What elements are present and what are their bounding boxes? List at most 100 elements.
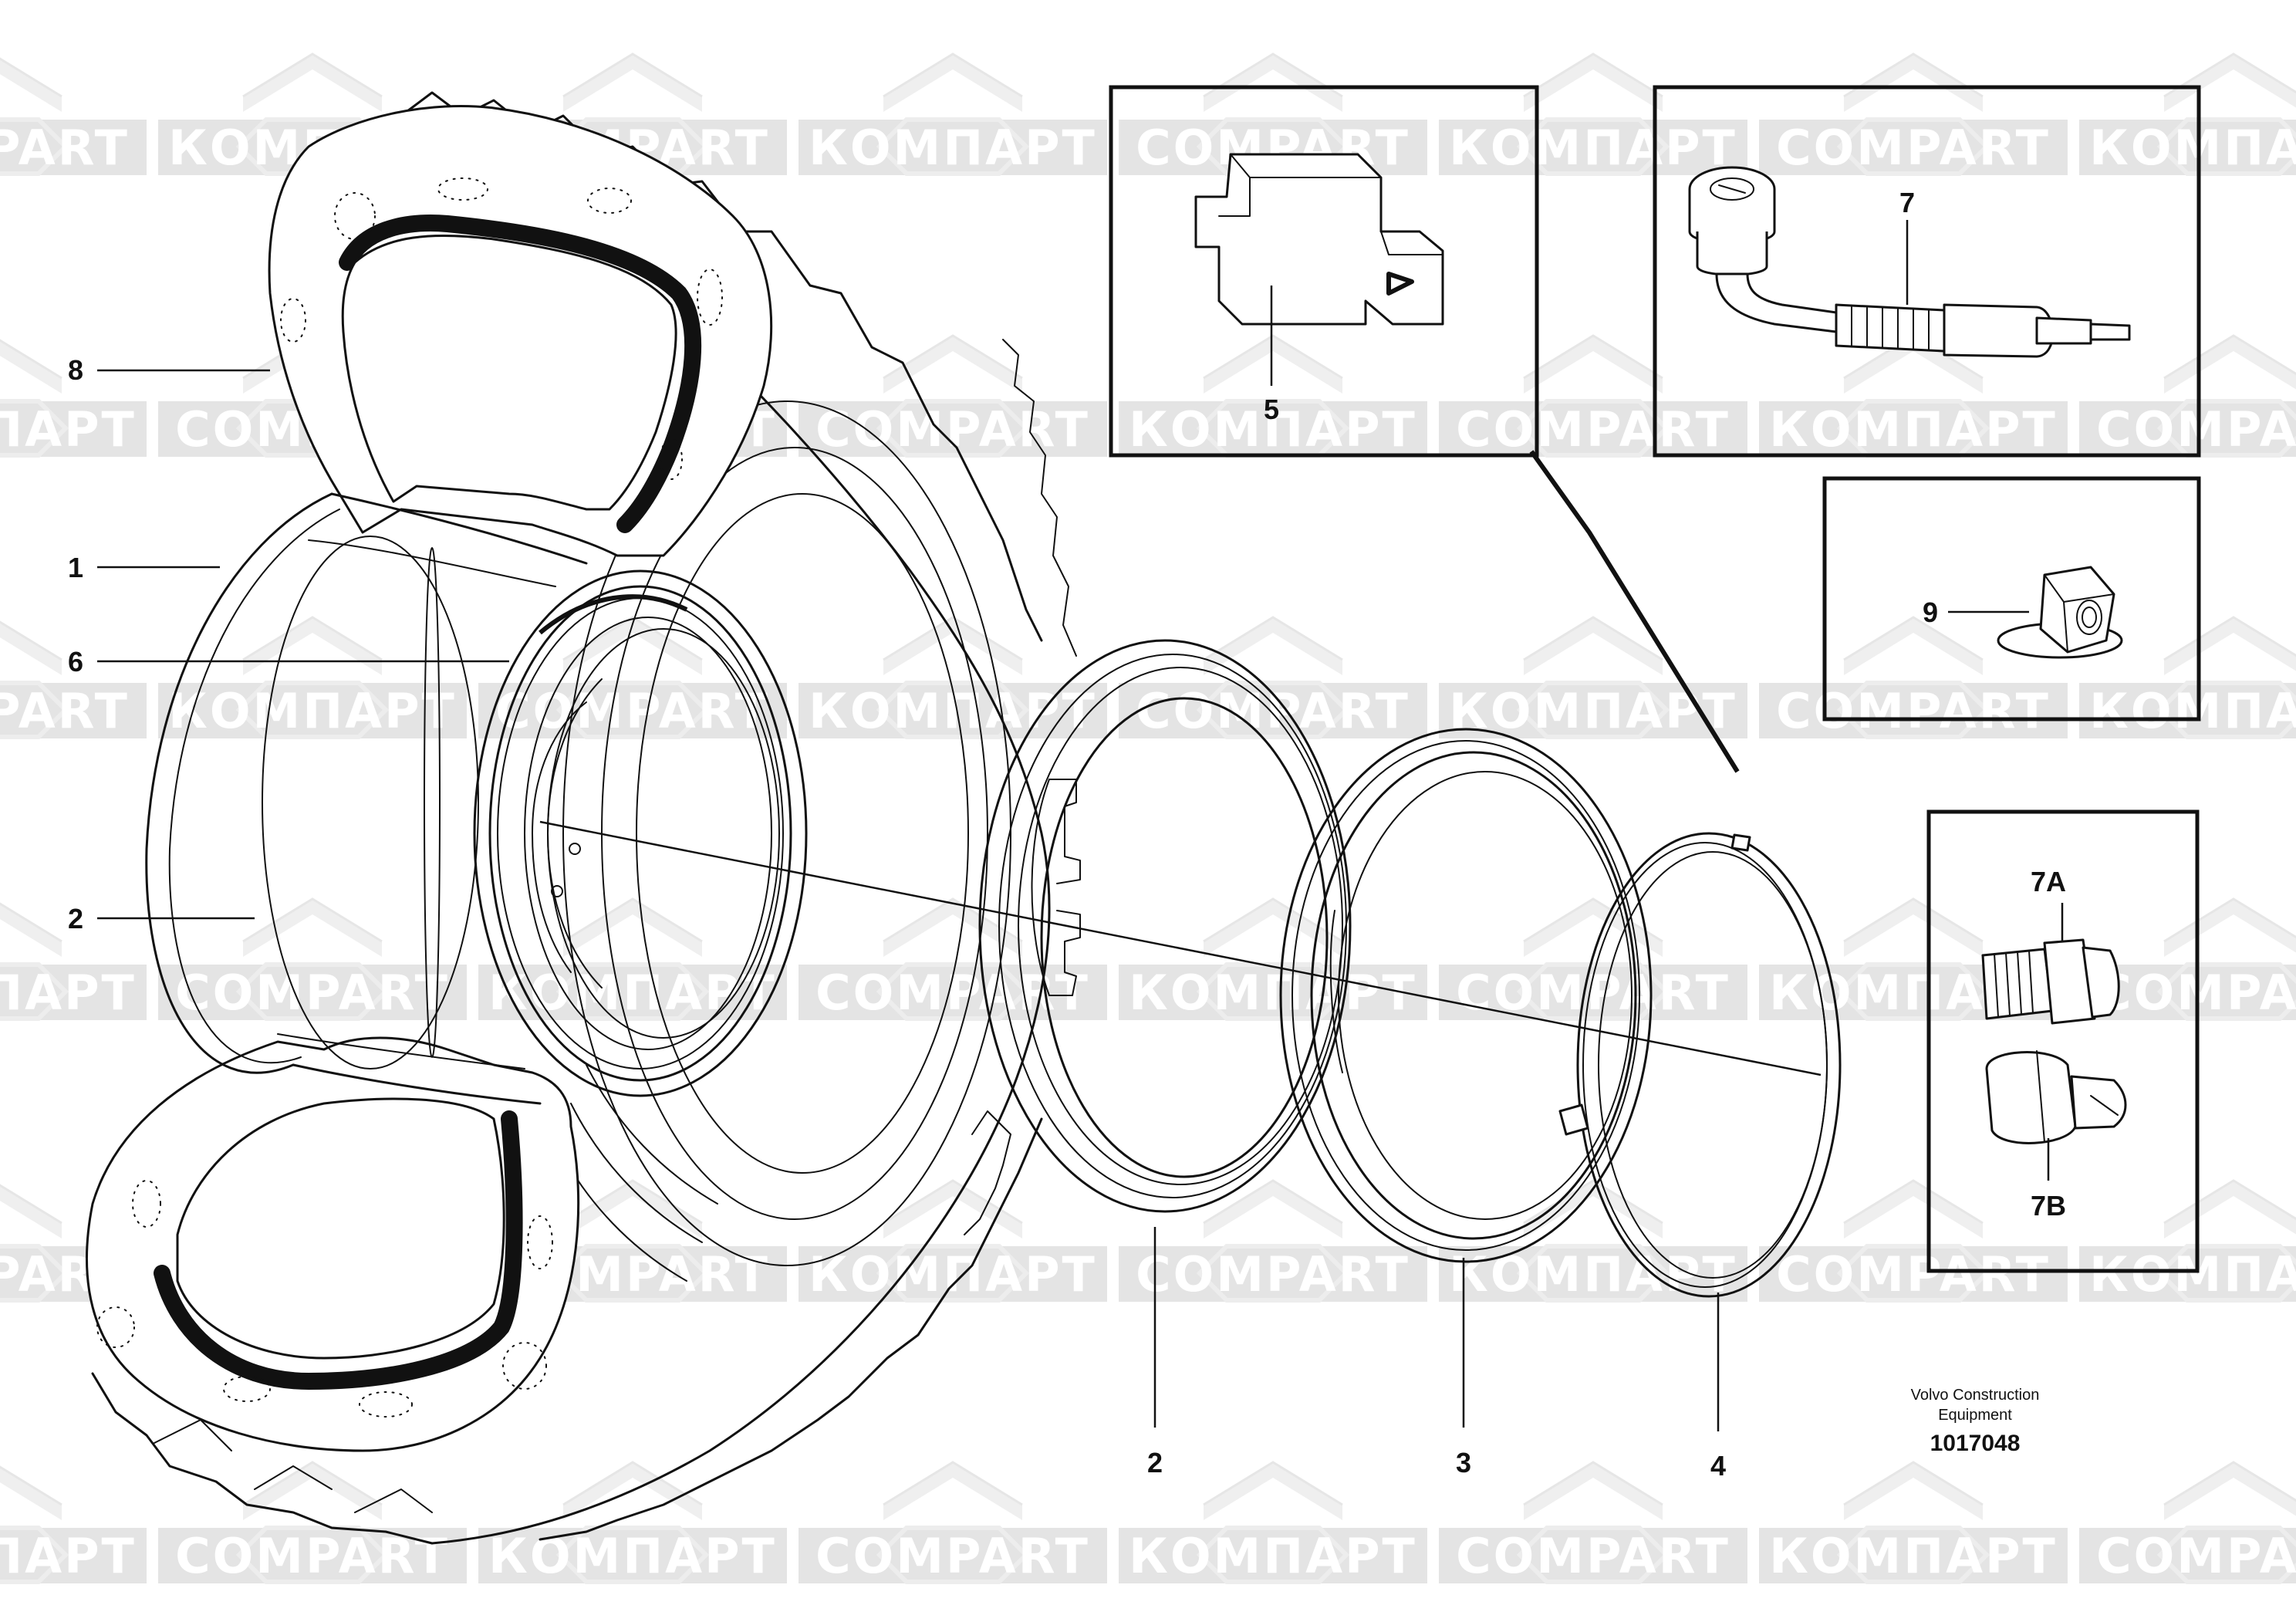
watermark-text: COMPART bbox=[1456, 401, 1730, 458]
callout-3: 3 bbox=[1456, 1447, 1471, 1478]
watermark-tile: COMPART bbox=[1759, 617, 2068, 739]
callout-9: 9 bbox=[1923, 596, 1938, 628]
detail-box-part-5 bbox=[1109, 85, 1539, 458]
watermark-text: КОМПАРТ bbox=[1769, 401, 2058, 458]
callout-1: 1 bbox=[68, 552, 83, 583]
watermark-tile: COMPART bbox=[478, 617, 787, 739]
watermark-tile: КОМПАРТ bbox=[0, 899, 147, 1021]
watermark-tile: КОМПАРТ bbox=[1119, 336, 1427, 458]
watermark-tile: COMPART bbox=[0, 617, 147, 739]
detail-box-part-9 bbox=[1822, 476, 2201, 721]
watermark-text: COMPART bbox=[1136, 683, 1410, 739]
watermark-text: COMPART bbox=[175, 1528, 450, 1584]
watermark-text: COMPART bbox=[1776, 120, 2051, 176]
watermark-text: COMPART bbox=[815, 1528, 1090, 1584]
part-9-nut-illustration bbox=[1997, 566, 2123, 659]
watermark-text: КОМПАРТ bbox=[2089, 683, 2296, 739]
document-number: 1017048 bbox=[1930, 1431, 2021, 1456]
watermark-tile: КОМПАРТ bbox=[478, 899, 787, 1021]
watermark-tile: КОМПАРТ bbox=[1119, 1462, 1427, 1584]
watermark-tile: КОМПАРТ bbox=[1759, 336, 2068, 458]
watermark-tile: COMPART bbox=[2079, 1462, 2296, 1584]
callout-2-left: 2 bbox=[68, 903, 83, 934]
watermark-tile: КОМПАРТ bbox=[2079, 617, 2296, 739]
watermark-tile: COMPART bbox=[2079, 336, 2296, 458]
watermark-tile: КОМПАРТ bbox=[1439, 617, 1747, 739]
watermark-tile: КОМПАРТ bbox=[1439, 54, 1747, 176]
watermark-text: КОМПАРТ bbox=[2089, 120, 2296, 176]
rim-illustration bbox=[145, 492, 808, 1105]
watermark-tile: COMPART bbox=[799, 1462, 1107, 1584]
watermark-text: КОМПАРТ bbox=[1449, 120, 1737, 176]
watermark-tile: КОМПАРТ bbox=[0, 1462, 147, 1584]
callout-5: 5 bbox=[1264, 394, 1279, 425]
watermark-text: COMPART bbox=[1136, 1246, 1410, 1303]
detail-box-part-7 bbox=[1653, 85, 2201, 458]
watermark-text: COMPART bbox=[175, 965, 450, 1021]
watermark-tile: КОМПАРТ bbox=[799, 54, 1107, 176]
callout-7b: 7B bbox=[2031, 1190, 2066, 1222]
watermark-text: КОМПАРТ bbox=[1129, 1528, 1417, 1584]
watermark-tile: КОМПАРТ bbox=[2079, 54, 2296, 176]
watermark-tile: COMPART bbox=[1439, 336, 1747, 458]
watermark-text: КОМПАРТ bbox=[0, 401, 137, 458]
callout-2-bottom: 2 bbox=[1147, 1447, 1163, 1478]
watermark-text: КОМПАРТ bbox=[2089, 1246, 2296, 1303]
watermark-text: COMPART bbox=[495, 683, 770, 739]
callout-8: 8 bbox=[68, 354, 83, 386]
credit-line-1: Volvo Construction bbox=[1911, 1387, 2040, 1404]
watermark-tile: КОМПАРТ bbox=[799, 1181, 1107, 1303]
part-7-valve-illustration bbox=[1688, 166, 2131, 358]
watermark-text: КОМПАРТ bbox=[809, 120, 1097, 176]
watermark-text: КОМПАРТ bbox=[809, 1246, 1097, 1303]
watermark-text: КОМПАРТ bbox=[0, 965, 137, 1021]
watermark-tile: КОМПАРТ bbox=[1759, 1462, 2068, 1584]
watermark-tile: КОМПАРТ bbox=[2079, 1181, 2296, 1303]
watermark-tile: КОМПАРТ bbox=[1439, 1181, 1747, 1303]
watermark-layer: COMPARTКОМПАРТCOMPARTКОМПАРТCOMPARTКОМПА… bbox=[0, 54, 2296, 1584]
watermark-text: COMPART bbox=[2096, 1528, 2296, 1584]
callout-6: 6 bbox=[68, 646, 83, 678]
watermark-tile: COMPART bbox=[799, 336, 1107, 458]
watermark-text: COMPART bbox=[2096, 401, 2296, 458]
watermark-tile: COMPART bbox=[1119, 1181, 1427, 1303]
watermark-text: COMPART bbox=[1776, 683, 2051, 739]
watermark-tile: COMPART bbox=[1759, 54, 2068, 176]
tire-illustration bbox=[86, 91, 1077, 1545]
watermark-text: КОМПАРТ bbox=[168, 683, 457, 739]
ring-parts-illustration bbox=[978, 639, 1842, 1298]
detail-connector-5-4 bbox=[1529, 450, 1740, 773]
watermark-tile: COMPART bbox=[1439, 1462, 1747, 1584]
watermark-tile: COMPART bbox=[158, 899, 467, 1021]
watermark-text: COMPART bbox=[1456, 965, 1730, 1021]
watermark-text: COMPART bbox=[0, 120, 130, 176]
watermark-tile: COMPART bbox=[1119, 617, 1427, 739]
watermark-tile: COMPART bbox=[1759, 1181, 2068, 1303]
watermark-text: КОМПАРТ bbox=[1769, 1528, 2058, 1584]
callout-7: 7 bbox=[1899, 187, 1915, 218]
callout-7a: 7A bbox=[2031, 866, 2066, 897]
assembly-axis-line bbox=[539, 820, 1822, 1076]
watermark-text: COMPART bbox=[815, 401, 1090, 458]
watermark-text: КОМПАРТ bbox=[1129, 401, 1417, 458]
callout-4: 4 bbox=[1710, 1450, 1726, 1482]
watermark-text: COMPART bbox=[0, 683, 130, 739]
part-5-block-illustration bbox=[1194, 153, 1444, 326]
watermark-tile: COMPART bbox=[799, 899, 1107, 1021]
watermark-text: КОМПАРТ bbox=[0, 1528, 137, 1584]
watermark-tile: КОМПАРТ bbox=[478, 1462, 787, 1584]
watermark-text: КОМПАРТ bbox=[809, 683, 1097, 739]
watermark-tile: КОМПАРТ bbox=[0, 336, 147, 458]
watermark-text: COMPART bbox=[1456, 1528, 1730, 1584]
credit-line-2: Equipment bbox=[1938, 1407, 2012, 1424]
part-7a-adapter-illustration bbox=[1981, 938, 2120, 1025]
watermark-text: КОМПАРТ bbox=[488, 1528, 777, 1584]
watermark-tile: КОМПАРТ bbox=[158, 617, 467, 739]
watermark-text: COMPART bbox=[1776, 1246, 2051, 1303]
watermark-tile: COMPART bbox=[0, 54, 147, 176]
watermark-tile: КОМПАРТ bbox=[1119, 899, 1427, 1021]
part-7b-cap-illustration bbox=[1985, 1050, 2127, 1144]
watermark-text: КОМПАРТ bbox=[1129, 965, 1417, 1021]
